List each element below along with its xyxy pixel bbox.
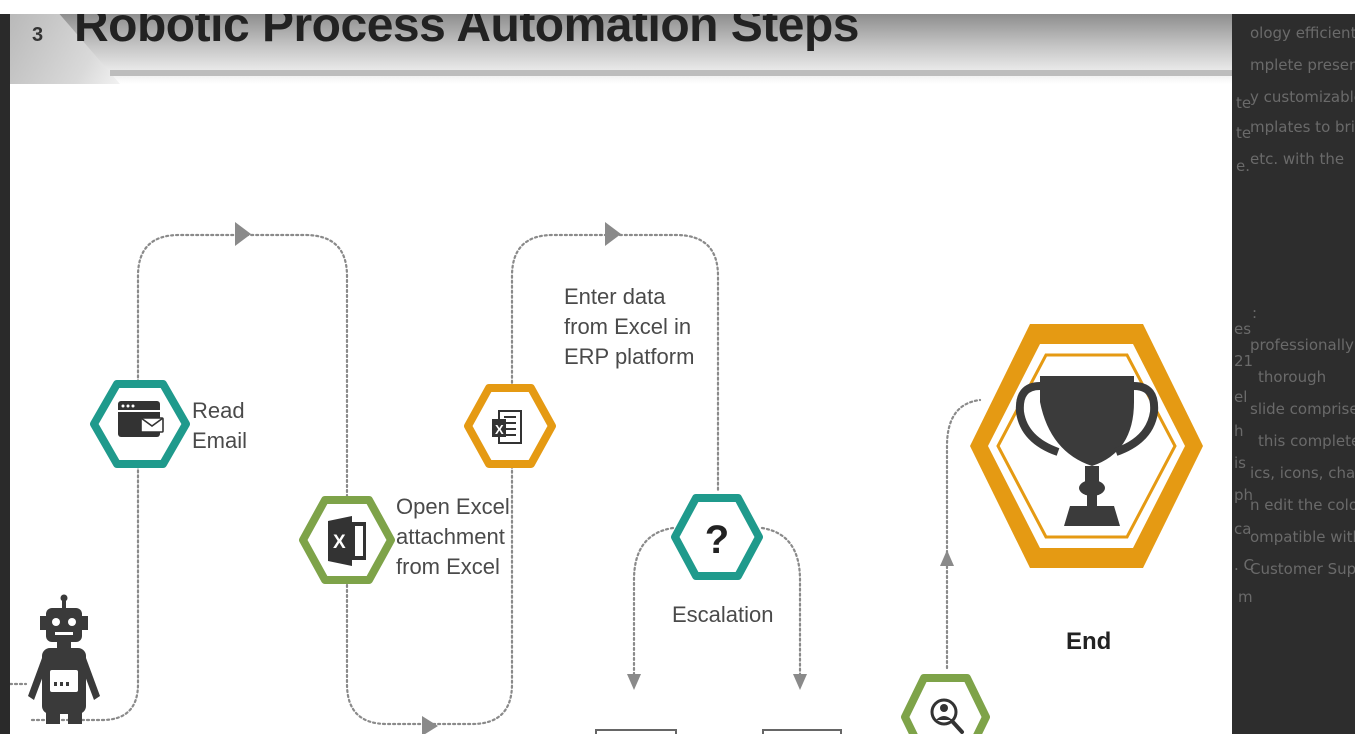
connector-start-to-read xyxy=(10,233,720,726)
fragment: e. xyxy=(1236,157,1250,175)
panel-text-line: Customer Support xyxy=(1250,560,1355,578)
escalation-outcome-box xyxy=(762,729,842,734)
escalation-node: ? xyxy=(671,494,763,580)
fragment: ca xyxy=(1234,520,1252,538)
arrow-right xyxy=(235,222,251,246)
read-email-node xyxy=(90,380,190,468)
panel-text-line: professionally xyxy=(1250,336,1354,354)
fragment: ph xyxy=(1234,486,1254,504)
panel-text-line: m xyxy=(1238,588,1253,606)
slide-number: 3 xyxy=(32,24,44,46)
robot-icon xyxy=(28,594,100,724)
connector-to-end xyxy=(945,398,982,670)
arrow-right xyxy=(422,716,438,734)
slide-title: Robotic Process Automation Steps xyxy=(74,14,860,52)
panel-text-line: ics, icons, charts xyxy=(1250,464,1355,482)
end-label: End xyxy=(1066,628,1112,655)
review-node xyxy=(901,674,990,734)
panel-text-line: : xyxy=(1252,304,1258,322)
arrow-down xyxy=(793,674,807,690)
end-node xyxy=(970,324,1203,568)
open-excel-node: X xyxy=(299,496,395,584)
escalation-label: Escalation xyxy=(672,602,774,627)
panel-text-line: thorough xyxy=(1258,368,1327,386)
enter-data-label: Enter data from Excel in ERP platform xyxy=(564,284,695,369)
fragment: . C xyxy=(1234,556,1255,574)
fragment: 21 xyxy=(1234,352,1254,370)
email-window-icon xyxy=(118,401,164,437)
fragment: te xyxy=(1236,94,1252,112)
description-panel: te te e. es 21 el h is ph ca . C ology e… xyxy=(1232,14,1355,734)
trophy-icon xyxy=(1015,376,1159,526)
arrow-up xyxy=(940,550,954,566)
fragment: es xyxy=(1234,320,1252,338)
header-rule xyxy=(110,70,1232,76)
slide: 3 Robotic Process Automation Steps xyxy=(10,14,1232,734)
left-panel-edge xyxy=(0,14,10,734)
read-email-label: Read Email xyxy=(192,398,248,453)
connector-escalation-right xyxy=(760,526,802,686)
excel-document-icon: X xyxy=(492,410,522,444)
panel-text-line: ology efficiently xyxy=(1250,24,1355,42)
arrow-right xyxy=(605,222,621,246)
question-icon: ? xyxy=(705,518,729,562)
panel-text-line: mplates to bring xyxy=(1250,118,1355,136)
search-user-icon xyxy=(930,698,964,734)
fragment: is xyxy=(1234,454,1246,472)
fragment: h xyxy=(1234,422,1244,440)
process-diagram: X X ? xyxy=(10,222,1203,734)
panel-text-line: ompatible with xyxy=(1250,528,1355,546)
enter-data-node: X xyxy=(464,384,556,468)
panel-text-line: slide comprises xyxy=(1250,400,1355,418)
svg-text:X: X xyxy=(333,532,346,553)
fragment: el xyxy=(1234,388,1248,406)
arrow-down xyxy=(627,674,641,690)
escalation-outcome-box xyxy=(595,729,677,734)
browser-top-strip xyxy=(0,0,1355,14)
panel-text-line: mplete presentation xyxy=(1250,56,1355,74)
svg-text:X: X xyxy=(495,422,504,437)
excel-icon: X xyxy=(328,516,366,566)
connector-escalation-left xyxy=(632,526,675,686)
panel-text-line: this complete xyxy=(1258,432,1355,450)
open-excel-label: Open Excel attachment from Excel xyxy=(396,494,510,579)
panel-text-line: etc. with the xyxy=(1250,150,1345,168)
fragment: te xyxy=(1236,124,1252,142)
panel-text-line: y customizable xyxy=(1250,88,1355,106)
panel-text-line: n edit the colors xyxy=(1250,496,1355,514)
